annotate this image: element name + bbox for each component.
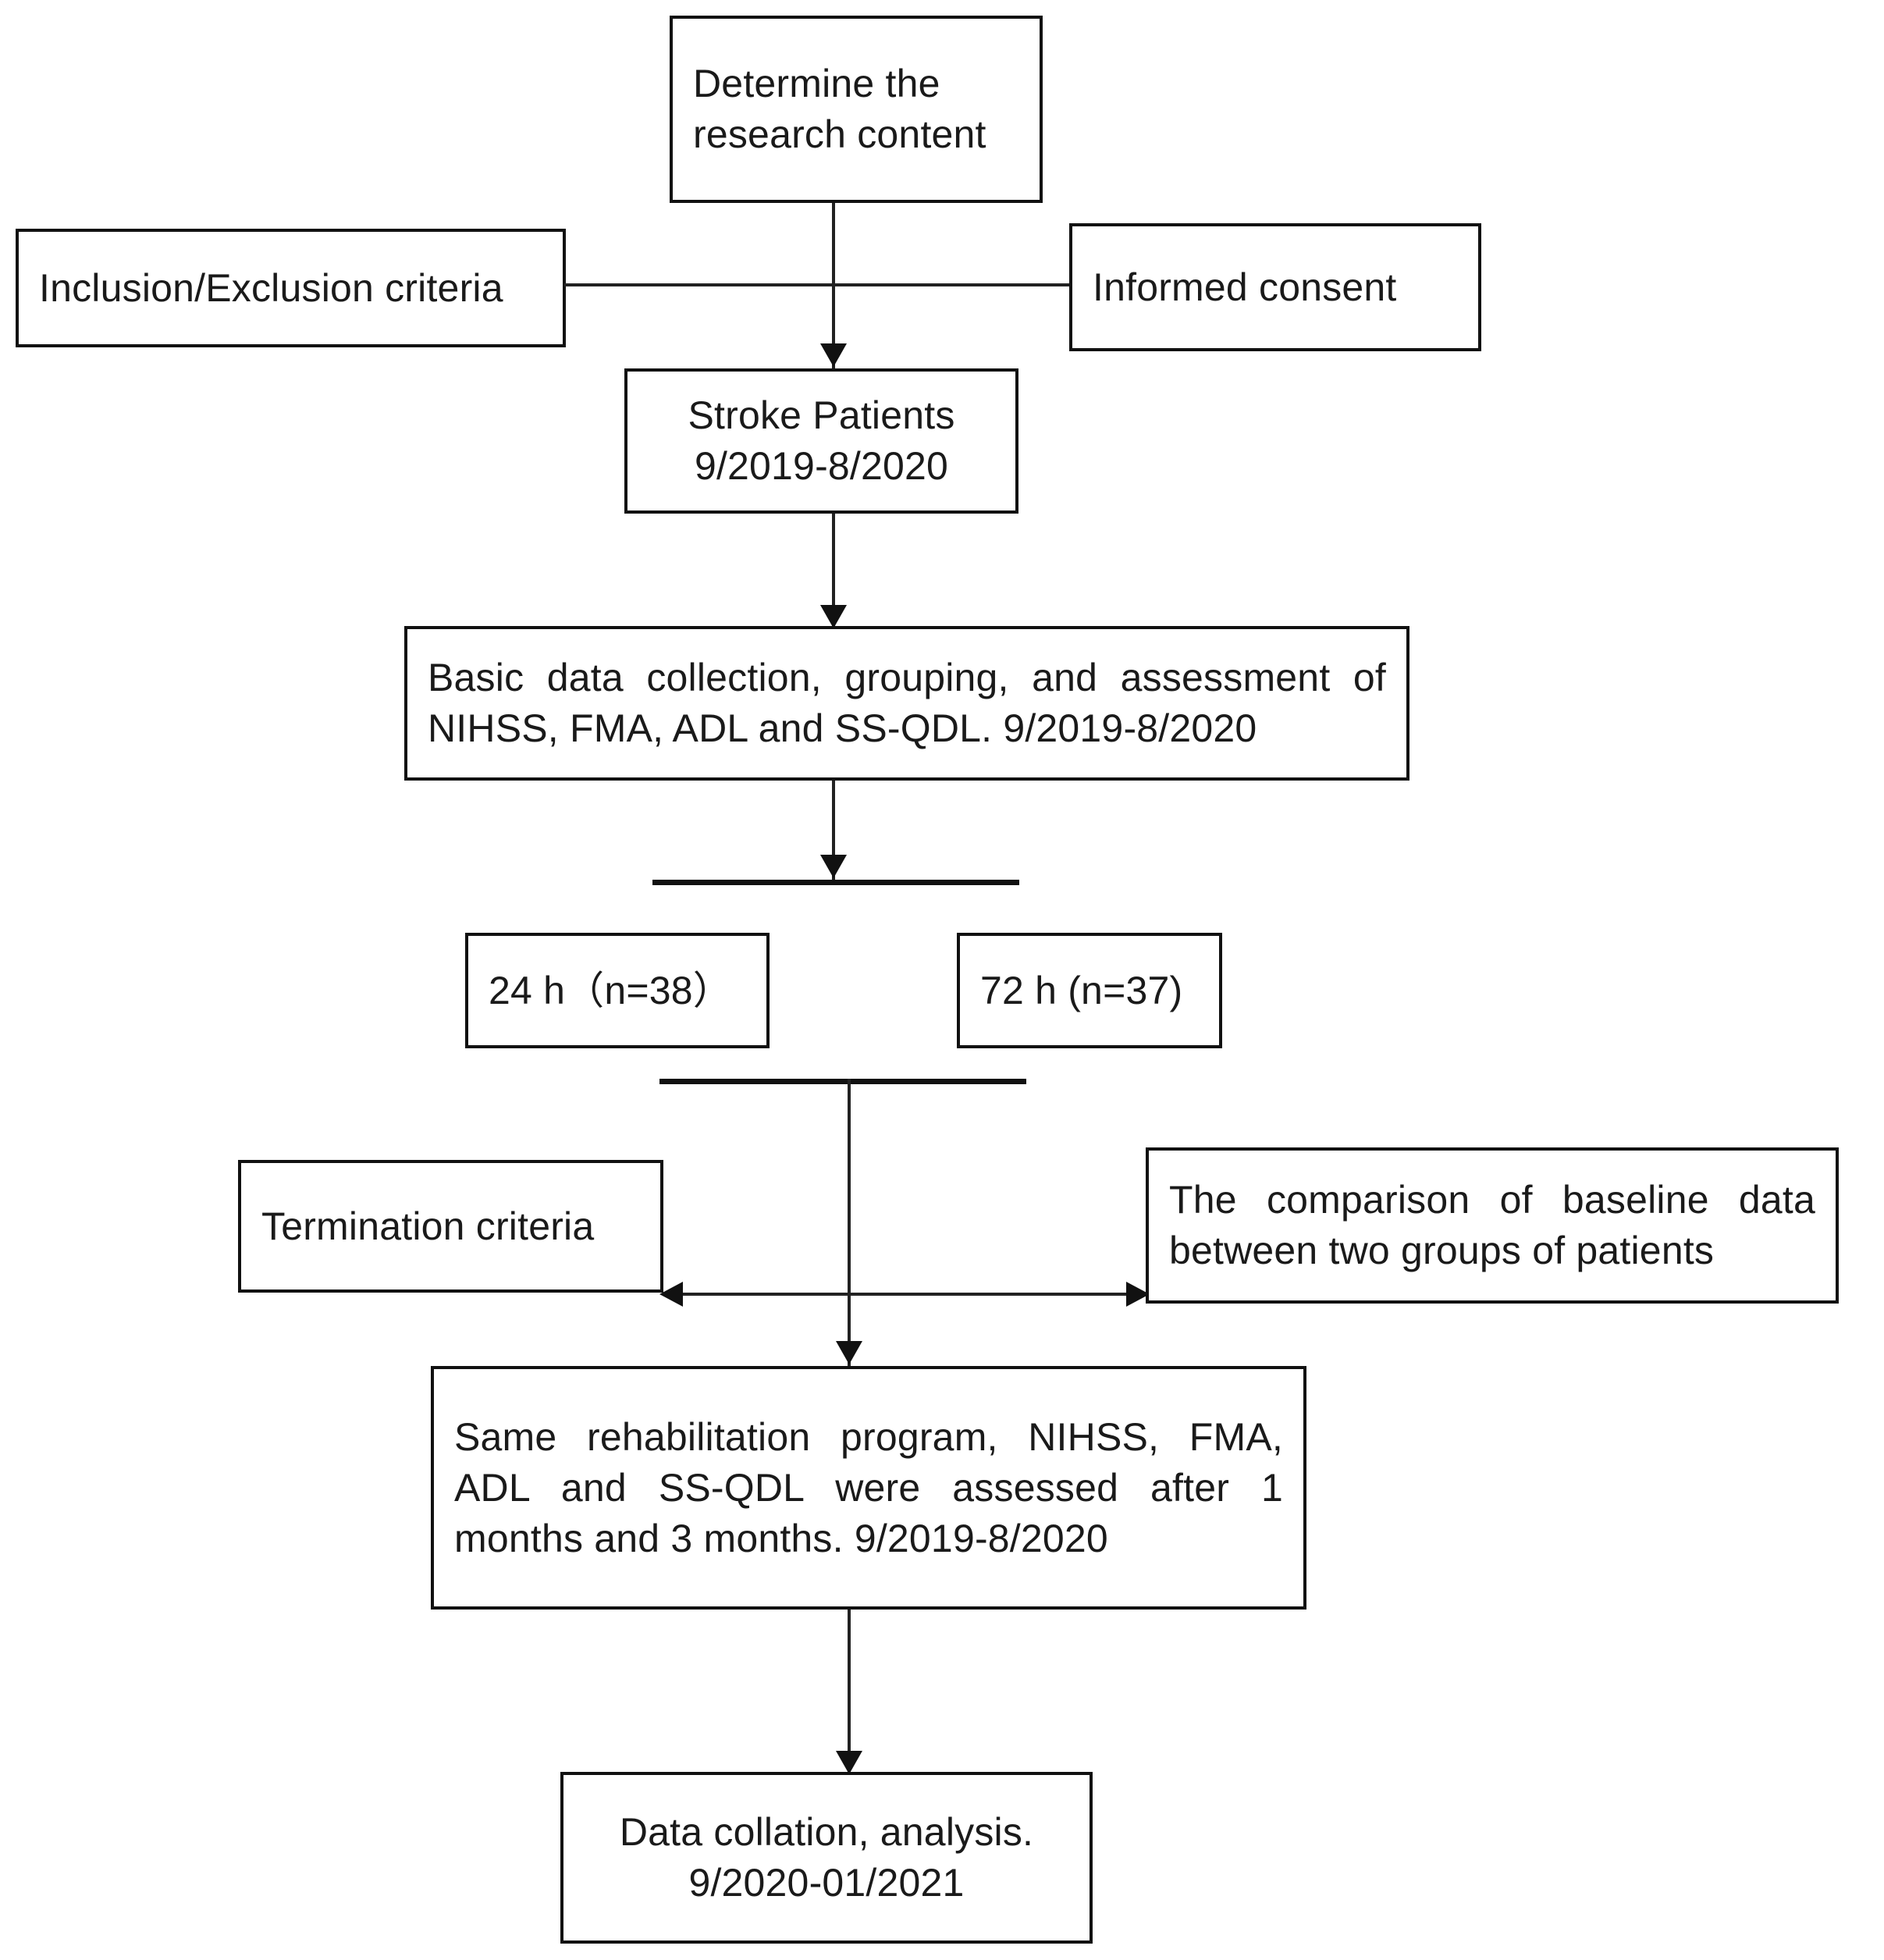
node-label: Stroke Patients 9/2019-8/2020 <box>688 393 955 488</box>
connector-merge-to-rehab-line <box>848 1079 851 1368</box>
node-label: Basic data collection, grouping, and ass… <box>428 656 1386 750</box>
connector-determine-to-stroke-arrowhead <box>820 343 847 367</box>
connector-termination-baseline-line <box>671 1293 1147 1296</box>
connector-determine-to-stroke-line <box>832 203 835 371</box>
node-determine-research-content: Determine the research content <box>670 16 1043 203</box>
connector-stroke-to-basic-line <box>832 514 835 631</box>
connector-group-split-bar <box>652 880 1019 885</box>
connector-inclusion-to-informed-consent <box>564 283 1072 286</box>
node-label: The comparison of baseline data between … <box>1169 1178 1815 1272</box>
node-label: Same rehabilitation program, NIHSS, FMA,… <box>454 1414 1283 1560</box>
connector-rehab-to-analysis-line <box>848 1610 851 1777</box>
node-baseline-comparison: The comparison of baseline data between … <box>1146 1147 1839 1304</box>
node-informed-consent: Informed consent <box>1069 223 1481 351</box>
node-label: Termination criteria <box>261 1204 595 1248</box>
node-label: Informed consent <box>1093 265 1397 309</box>
node-label: Determine the research content <box>693 62 986 156</box>
node-basic-data-collection: Basic data collection, grouping, and ass… <box>404 626 1409 781</box>
node-label: Inclusion/Exclusion criteria <box>39 265 503 310</box>
node-group-24h: 24 h（n=38） <box>465 933 770 1048</box>
node-label: 24 h（n=38） <box>489 968 732 1012</box>
node-label: 72 h (n=37) <box>980 968 1183 1012</box>
connector-stroke-to-basic-arrowhead <box>820 605 847 628</box>
connector-rehab-to-analysis-arrowhead <box>836 1751 862 1774</box>
connector-basic-to-split-arrowhead <box>820 855 847 878</box>
connector-termination-arrowhead <box>659 1282 683 1307</box>
node-rehabilitation-program: Same rehabilitation program, NIHSS, FMA,… <box>431 1366 1306 1610</box>
connector-basic-to-split-line <box>832 781 835 880</box>
connector-merge-to-rehab-arrowhead <box>836 1341 862 1364</box>
node-label: Data collation, analysis. 9/2020-01/2021 <box>619 1810 1034 1905</box>
node-data-collation-analysis: Data collation, analysis. 9/2020-01/2021 <box>560 1772 1093 1944</box>
node-inclusion-exclusion-criteria: Inclusion/Exclusion criteria <box>16 229 566 347</box>
node-stroke-patients: Stroke Patients 9/2019-8/2020 <box>624 368 1018 514</box>
node-group-72h: 72 h (n=37) <box>957 933 1222 1048</box>
connector-group-merge-bar <box>659 1079 1026 1084</box>
node-termination-criteria: Termination criteria <box>238 1160 663 1293</box>
